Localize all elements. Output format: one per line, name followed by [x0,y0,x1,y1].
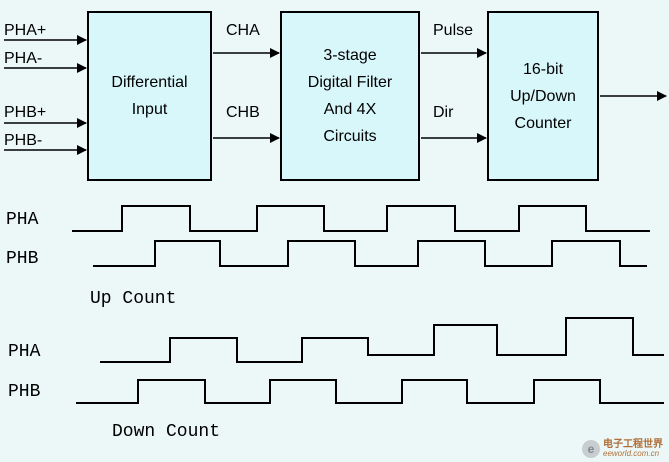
dir-label: Dir [433,104,454,121]
counter-line-1: 16-bit [522,60,564,78]
filter-line-4: Circuits [323,128,377,145]
down-phb-label: PHB [8,382,41,402]
filter-line-1: 3-stage [323,47,377,64]
filter-line-3: And 4X [323,101,377,118]
up-pha-waveform [72,205,650,232]
down-count-title: Down Count [112,422,221,442]
pulse-label: Pulse [433,22,474,39]
filter-line-2: Digital Filter [307,74,393,91]
counter-line-3: Counter [514,114,572,132]
pha-plus-label: PHA+ [4,22,47,39]
up-count-title: Up Count [90,289,177,309]
watermark-site: eeworld.com.cn [603,449,660,458]
differential-line-1: Differential [111,74,188,91]
down-pha-waveform [100,317,664,363]
differential-line-2: Input [131,101,168,118]
up-pha-label: PHA [6,210,39,230]
up-phb-waveform [93,240,647,267]
eeworld-logo-icon: e [582,440,600,458]
cha-label: CHA [226,22,260,39]
pha-minus-label: PHA- [4,50,43,67]
watermark-brand: 电子工程世界 [603,439,663,450]
updown-counter-block: 16-bit Up/Down Counter [487,11,599,181]
counter-line-2: Up/Down [510,87,576,105]
chb-label: CHB [226,104,260,121]
up-phb-label: PHB [6,249,39,269]
down-phb-waveform [76,379,664,404]
differential-input-block: Differential Input [87,11,212,181]
down-pha-label: PHA [8,342,41,362]
phb-minus-label: PHB- [4,132,43,149]
phb-plus-label: PHB+ [4,104,47,121]
digital-filter-block: 3-stage Digital Filter And 4X Circuits [280,11,420,181]
watermark: e 电子工程世界 eeworld.com.cn [582,440,663,458]
